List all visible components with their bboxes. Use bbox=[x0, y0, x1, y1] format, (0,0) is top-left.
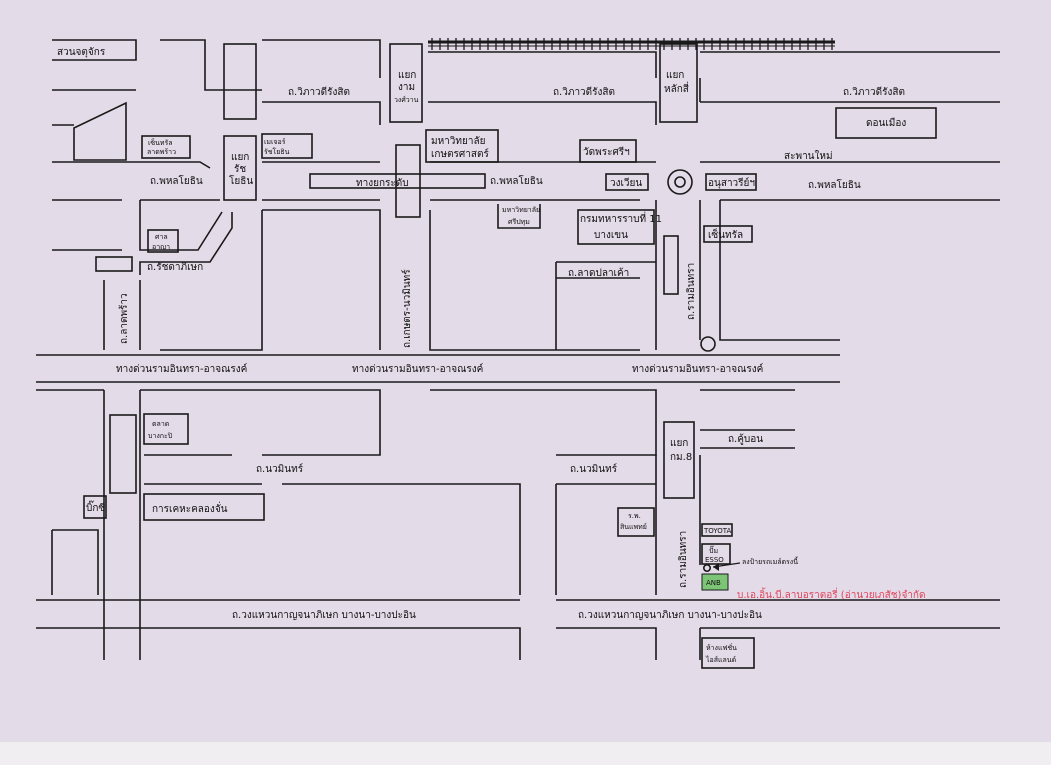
label-ratchayothin-3: โยธิน bbox=[229, 174, 253, 187]
label-nawamin-1: ถ.นวมินทร์ bbox=[256, 463, 304, 475]
label-fashion-island-1: ห้างแฟชั่น bbox=[706, 643, 737, 652]
label-sripatum-2: ศรีปทุม bbox=[508, 218, 530, 226]
label-court-1: ศาล bbox=[155, 233, 168, 241]
label-suan-chatuchak: สวนจตุจักร bbox=[57, 47, 106, 58]
label-ratchayothin-1: แยก bbox=[231, 152, 249, 163]
label-expressway-2: ทางด่วนรามอินทรา-อาจณรงค์ bbox=[352, 363, 483, 375]
label-lak-si-1: แยก bbox=[666, 70, 684, 81]
label-roundabout: วงเวียน bbox=[610, 177, 642, 189]
label-ratchayothin-2: รัช bbox=[234, 164, 246, 175]
label-don-mueang: ดอนเมือง bbox=[866, 117, 906, 129]
label-nawamin-2: ถ.นวมินทร์ bbox=[570, 463, 618, 475]
label-major-1: เมเจอร์ bbox=[264, 138, 286, 146]
label-ramintra-2: ถ.รามอินทรา bbox=[678, 531, 689, 588]
label-km8-1: แยก bbox=[670, 438, 688, 449]
label-lak-si-2: หลักสี่ bbox=[664, 81, 689, 95]
label-ramintra-1: ถ.รามอินทรา bbox=[686, 263, 697, 320]
label-esso-1: ปั๊ม bbox=[709, 545, 718, 555]
label-bus-stop-note: ลงป้ายรถเมล์ตรงนี้ bbox=[742, 555, 799, 566]
label-lat-pla-khao: ถ.ลาดปลาเค้า bbox=[568, 267, 629, 279]
scan-border bbox=[0, 742, 1051, 765]
label-esso-2: ESSO bbox=[705, 556, 724, 564]
label-central-lat-phrao-2: ลาดพร้าว bbox=[147, 148, 176, 156]
label-hospital-1: ร.พ. bbox=[628, 512, 641, 520]
label-monument: อนุสาวรีย์ฯ bbox=[708, 177, 755, 189]
label-kasetsart-1: มหาวิทยาลัย bbox=[431, 136, 485, 147]
map-labels: สวนจตุจักร ถ.วิภาวดีรังสิต ถ.วิภาวดีรังส… bbox=[57, 47, 925, 664]
label-wat-phra-si: วัดพระศรีฯ bbox=[583, 146, 630, 158]
label-phahon-1: ถ.พหลโยธิน bbox=[150, 174, 203, 187]
label-fashion-island-2: ไอส์แลนด์ bbox=[705, 655, 736, 664]
label-new-bridge: สะพานใหม่ bbox=[784, 150, 833, 162]
label-bang-kapi-2: บางกะปิ bbox=[148, 432, 173, 440]
label-km8-2: กม.8 bbox=[670, 452, 692, 463]
label-khlong-chan: การเคหะคลองจั่น bbox=[152, 501, 228, 515]
label-ngam-wong-wan-2: งาม bbox=[398, 82, 415, 93]
label-central-ramintra: เซ็นทรัล bbox=[708, 227, 743, 241]
label-ngam-wong-wan-1: แยก bbox=[398, 70, 416, 81]
label-kasetsart-2: เกษตรศาสตร์ bbox=[431, 148, 489, 160]
label-ratchadaphisek: ถ.รัชดาภิเษก bbox=[147, 262, 203, 273]
railway bbox=[428, 38, 835, 50]
label-infantry-1: กรมทหารราบที่ 11 bbox=[580, 211, 662, 225]
label-khu-bon: ถ.คู้บอน bbox=[728, 433, 763, 445]
label-vibhavadi-2: ถ.วิภาวดีรังสิต bbox=[553, 86, 615, 98]
label-phahon-2: ถ.พหลโยธิน bbox=[490, 174, 543, 187]
label-big-c: บิ๊กซี bbox=[86, 500, 105, 514]
label-lat-phrao-road: ถ.ลาดพร้าว bbox=[118, 293, 130, 344]
road-network bbox=[36, 39, 1000, 669]
label-toyota: TOYOTA bbox=[703, 527, 732, 535]
label-hospital-2: สินแพทย์ bbox=[620, 523, 647, 531]
label-flyover: ทางยกระดับ bbox=[356, 178, 409, 189]
label-vibhavadi-1: ถ.วิภาวดีรังสิต bbox=[288, 86, 350, 98]
label-sripatum-1: มหาวิทยาลัย bbox=[502, 206, 540, 214]
label-kaset-nawamin: ถ.เกษตร-นวมินทร์ bbox=[401, 269, 413, 348]
label-anb: ANB bbox=[706, 579, 721, 587]
label-kanchana-1: ถ.วงแหวนกาญจนาภิเษก บางนา-บางปะอิน bbox=[232, 610, 416, 621]
label-expressway-1: ทางด่วนรามอินทรา-อาจณรงค์ bbox=[116, 363, 247, 375]
label-company: บ.เอ.อิ้น.บี.ลาบอราตอรี่ (อ่านวยเภสัช)จำ… bbox=[737, 587, 925, 601]
label-expressway-3: ทางด่วนรามอินทรา-อาจณรงค์ bbox=[632, 363, 763, 375]
label-court-2: อาญา bbox=[152, 243, 170, 251]
label-infantry-2: บางเขน bbox=[594, 230, 628, 241]
label-major-2: รัชโยธิน bbox=[264, 147, 290, 156]
label-central-lat-phrao-1: เซ็นทรัล bbox=[148, 138, 173, 147]
label-vibhavadi-3: ถ.วิภาวดีรังสิต bbox=[843, 86, 905, 98]
label-bang-kapi-1: ตลาด bbox=[152, 420, 169, 428]
label-kanchana-2: ถ.วงแหวนกาญจนาภิเษก บางนา-บางปะอิน bbox=[578, 610, 762, 621]
label-ngam-wong-wan-3: วงศ์วาน bbox=[394, 96, 419, 104]
label-phahon-3: ถ.พหลโยธิน bbox=[808, 178, 861, 191]
